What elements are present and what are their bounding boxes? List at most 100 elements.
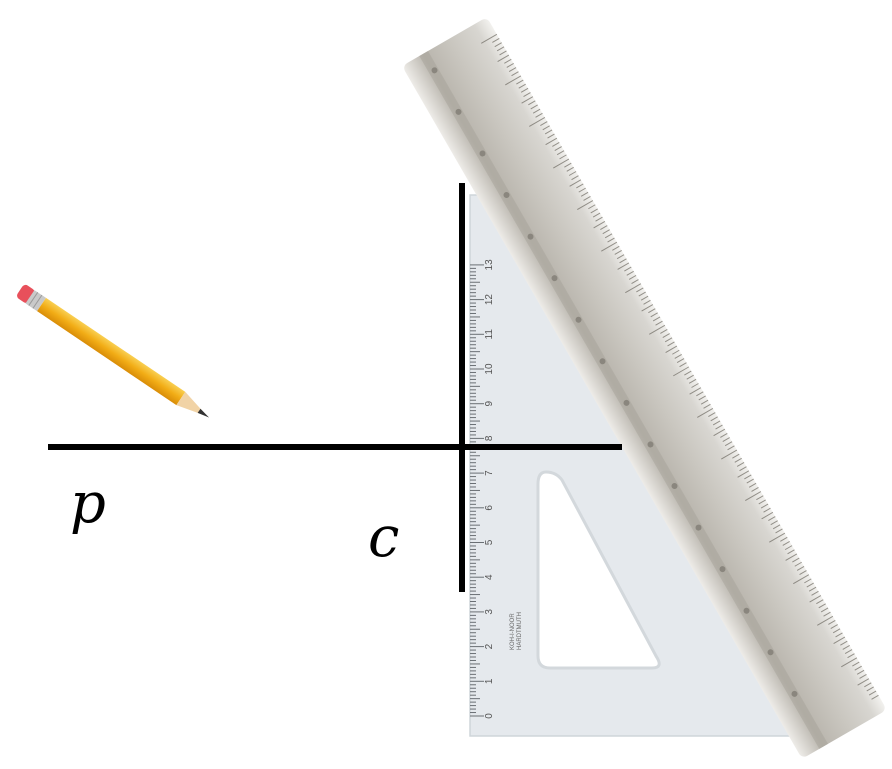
ruler-tick: [643, 299, 651, 305]
ruler-tick: [746, 478, 754, 484]
ruler-tick: [564, 162, 572, 168]
ruler-tick: [566, 166, 574, 172]
ruler-tick: [530, 104, 538, 110]
scale-number: 4: [484, 574, 495, 580]
ruler-tick: [756, 495, 764, 501]
ruler-tick: [593, 220, 606, 229]
scale-number: 8: [484, 435, 495, 441]
ruler-tick: [544, 129, 553, 135]
ruler-tick: [624, 266, 632, 272]
ruler-tick: [640, 295, 649, 301]
ruler-tick: [607, 237, 615, 243]
ruler-tick: [595, 216, 603, 222]
ruler-mark: [743, 607, 750, 614]
ruler-tick: [868, 690, 877, 696]
scale-number: 7: [484, 470, 495, 476]
ruler-tick: [768, 516, 776, 521]
ruler-mark: [575, 316, 582, 323]
ruler-tick: [700, 399, 709, 405]
ruler-tick: [799, 570, 807, 575]
ruler-tick: [492, 38, 500, 43]
ruler-tick: [604, 233, 613, 239]
ruler-tick: [864, 682, 872, 688]
ruler-tick: [817, 615, 834, 626]
ruler-tick: [739, 466, 747, 472]
ruler-tick: [649, 324, 666, 335]
ruler-tick: [809, 595, 822, 603]
ruler-tick: [592, 212, 601, 218]
ruler-tick: [556, 150, 565, 156]
ruler-tick: [866, 686, 874, 692]
ruler-mark: [551, 275, 558, 282]
ruler-tick: [529, 117, 546, 127]
ruler-tick: [772, 524, 781, 530]
ruler-tick: [650, 312, 658, 318]
ruler-tick: [508, 67, 517, 73]
ruler-mark: [527, 233, 534, 240]
ruler-tick: [614, 250, 622, 255]
ruler-tick: [626, 270, 634, 276]
ruler-tick: [734, 457, 742, 463]
ruler-tick: [686, 374, 694, 380]
set-square-brand-1: KOH-I-NOOR: [510, 613, 516, 650]
ruler-tick: [761, 511, 774, 520]
ruler-tick: [732, 453, 740, 459]
ruler-tick: [523, 92, 531, 97]
scale-number: 0: [484, 713, 495, 719]
ruler-tick: [696, 391, 704, 397]
ruler-tick: [617, 262, 630, 270]
ruler-tick: [638, 291, 646, 297]
ruler-mark: [767, 649, 774, 656]
ruler-tick: [816, 599, 824, 605]
ruler-tick: [820, 607, 829, 613]
pencil-icon: [17, 284, 210, 418]
ruler-mark: [695, 524, 702, 531]
ruler-tick: [600, 225, 608, 230]
ruler-tick: [673, 366, 690, 377]
ruler-tick: [823, 611, 831, 617]
ruler-tick: [720, 432, 728, 438]
ruler-tick: [497, 54, 510, 63]
ruler-tick: [713, 428, 726, 437]
ruler-tick: [830, 624, 838, 630]
ruler-tick: [708, 412, 716, 418]
ruler-tick: [631, 279, 639, 285]
ruler-tick: [780, 536, 788, 542]
ruler-tick: [552, 141, 560, 147]
ruler-tick: [518, 83, 526, 89]
ruler-mark: [599, 358, 606, 365]
scale-number: 10: [484, 363, 495, 375]
ruler-tick: [710, 416, 718, 422]
ruler-tick: [698, 395, 706, 401]
ruler-tick: [481, 33, 498, 44]
ruler-tick: [588, 204, 596, 210]
ruler-tick: [833, 636, 846, 645]
ruler-tick: [602, 229, 610, 235]
ruler-tick: [540, 121, 548, 127]
ruler-tick: [832, 628, 841, 634]
ruler-tick: [616, 254, 625, 260]
ruler-tick: [636, 287, 644, 293]
ruler-tick: [662, 333, 670, 339]
ruler-tick: [554, 146, 562, 151]
ruler-mark: [455, 108, 462, 115]
ruler-tick: [724, 441, 733, 447]
ruler-tick: [547, 133, 555, 139]
ruler-tick: [841, 657, 858, 668]
ruler-mark: [719, 566, 726, 573]
ruler-tick: [576, 183, 584, 189]
ruler-tick: [770, 520, 778, 526]
ruler-tick: [528, 100, 536, 106]
ruler-tick: [722, 437, 730, 442]
ruler-tick: [818, 603, 826, 609]
ruler-tick: [569, 179, 582, 187]
set-square-brand-2: HARDTMUTH: [517, 612, 523, 650]
scale-number: 13: [484, 259, 495, 271]
ruler-tick: [727, 445, 735, 451]
ruler-tick: [794, 561, 802, 567]
ruler-tick: [854, 665, 862, 671]
ruler-tick: [601, 241, 618, 252]
ruler-tick: [763, 507, 771, 513]
ruler-tick: [760, 503, 769, 509]
